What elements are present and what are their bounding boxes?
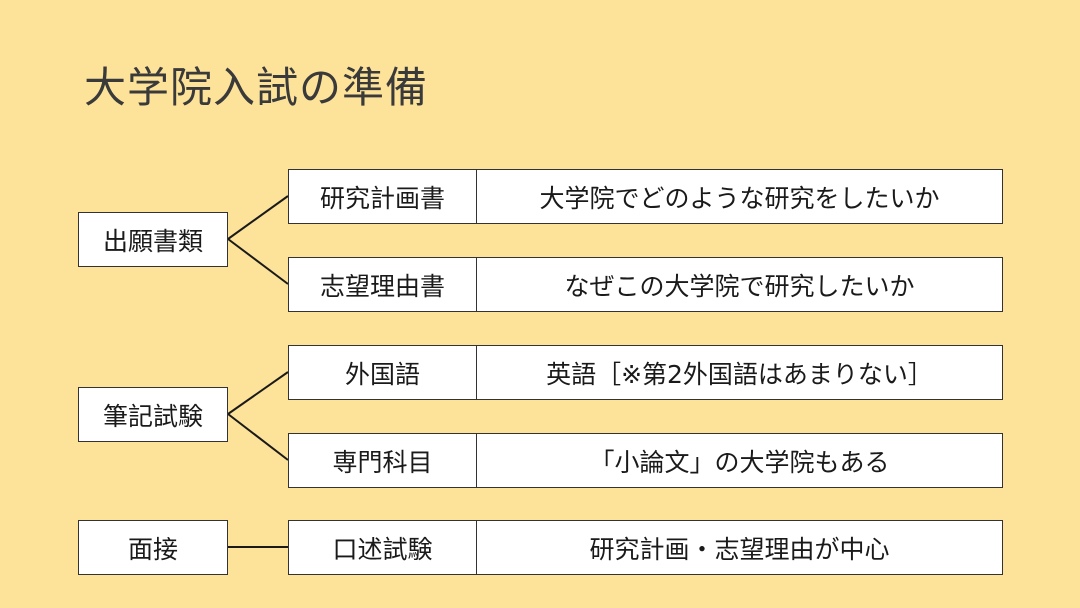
category-box-application-documents: 出願書類	[78, 212, 228, 267]
category-box-interview: 面接	[78, 520, 228, 575]
desc-box-foreign-language: 英語［※第2外国語はあまりない］	[476, 345, 1003, 400]
item-box-specialized-subject: 専門科目	[288, 433, 477, 488]
connector-line	[227, 413, 289, 461]
item-box-oral-exam: 口述試験	[288, 520, 477, 575]
item-box-research-plan: 研究計画書	[288, 169, 477, 224]
desc-box-specialized-subject: 「小論文」の大学院もある	[476, 433, 1003, 488]
category-box-written-exam: 筆記試験	[78, 387, 228, 442]
connector-line	[227, 195, 289, 240]
item-box-statement-of-purpose: 志望理由書	[288, 257, 477, 312]
desc-box-oral-exam: 研究計画・志望理由が中心	[476, 520, 1003, 575]
connector-line	[227, 371, 289, 415]
desc-box-research-plan: 大学院でどのような研究をしたいか	[476, 169, 1003, 224]
connector-line	[227, 238, 289, 285]
slide-title: 大学院入試の準備	[84, 63, 429, 112]
item-box-foreign-language: 外国語	[288, 345, 477, 400]
desc-box-statement-of-purpose: なぜこの大学院で研究したいか	[476, 257, 1003, 312]
